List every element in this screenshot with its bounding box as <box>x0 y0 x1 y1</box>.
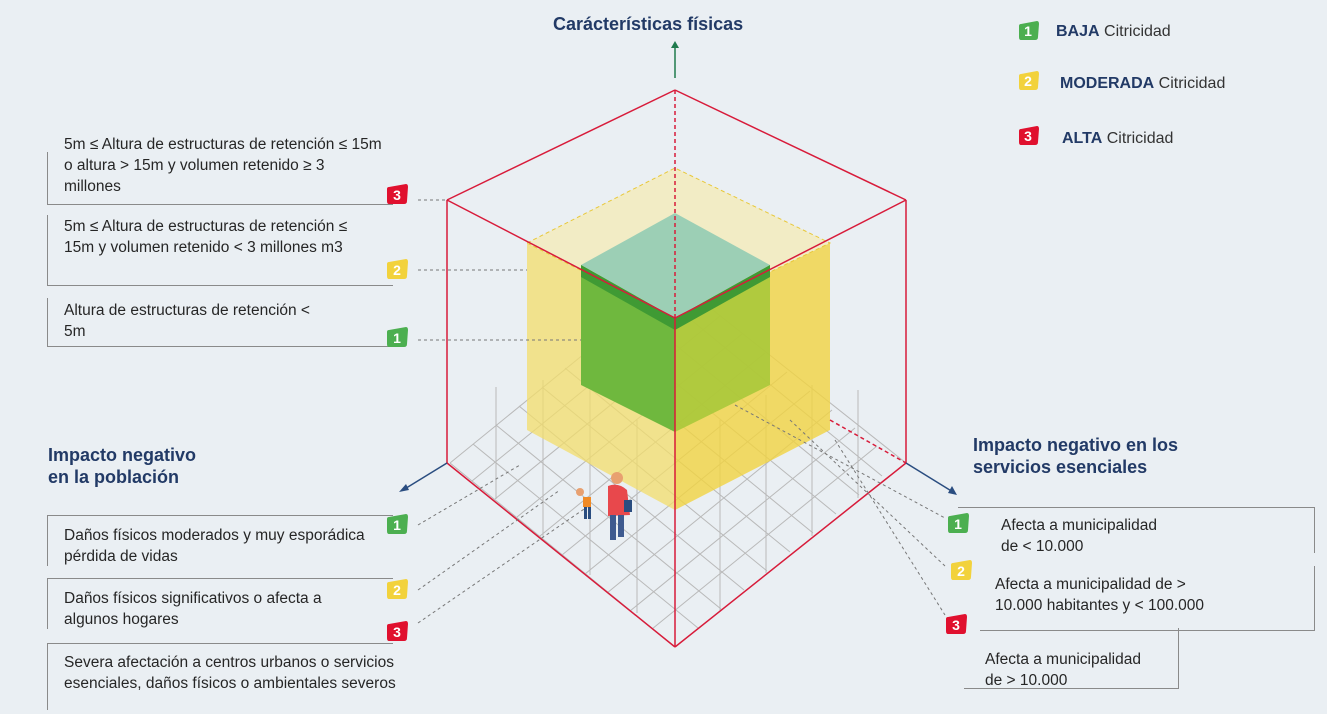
svg-text:2: 2 <box>1024 73 1032 89</box>
physical-item-high-bracket <box>47 152 393 205</box>
badge-physical-high: 3 <box>387 184 408 204</box>
badge-services-high: 3 <box>946 614 967 634</box>
physical-item-moderate: 5m ≤ Altura de estructuras de retención … <box>64 218 348 256</box>
services-heading: Impacto negativo en los servicios esenci… <box>973 434 1273 478</box>
svg-text:2: 2 <box>957 563 965 579</box>
services-heading-line2: servicios esenciales <box>973 457 1148 477</box>
services-item-low-line1: Afecta a municipalidad <box>1001 517 1157 534</box>
services-item-moderate-bracket <box>980 566 1315 631</box>
svg-text:2: 2 <box>393 582 401 598</box>
svg-text:2: 2 <box>393 262 401 278</box>
population-item-low-bracket <box>47 515 393 566</box>
services-item-high-line2: de > 10.000 <box>985 672 1068 689</box>
services-heading-line1: Impacto negativo en los <box>973 435 1179 455</box>
badge-physical-low: 1 <box>387 327 408 347</box>
svg-text:3: 3 <box>1024 128 1032 144</box>
legend-high-strong: ALTA <box>1062 130 1103 147</box>
population-item-high: Severa afectación a centros urbanos o se… <box>64 654 396 692</box>
axes <box>399 41 957 495</box>
badge-services-low: 1 <box>948 513 969 533</box>
badge-population-high: 3 <box>387 621 408 641</box>
population-item-low: Daños físicos moderados y muy esporádica… <box>64 527 365 565</box>
legend-moderate-strong: MODERADA <box>1060 75 1155 92</box>
people-illustration <box>576 472 632 540</box>
services-item-moderate-line1: Afecta a municipalidad de > <box>995 576 1186 593</box>
physical-item-low: Altura de estructuras de retención < 5m <box>64 302 310 340</box>
legend-high-rest: Citricidad <box>1102 130 1174 147</box>
physical-item-high: 5m ≤ Altura de estructuras de retención … <box>64 136 382 195</box>
services-item-moderate: Afecta a municipalidad de > 10.000 habit… <box>995 574 1295 616</box>
population-item-high-bracket <box>47 643 393 710</box>
badge-1-icon: 1 <box>1019 21 1039 40</box>
population-heading: Impacto negativo en la población <box>48 444 278 488</box>
badge-2-icon: 2 <box>1019 71 1039 90</box>
badge-3-icon: 3 <box>1019 126 1039 145</box>
svg-text:1: 1 <box>954 516 962 532</box>
services-item-low-bracket <box>958 507 1315 553</box>
legend-low-strong: BAJA <box>1056 23 1100 40</box>
services-item-high: Afecta a municipalidad de > 10.000 <box>985 649 1235 691</box>
population-heading-line2: en la población <box>48 467 180 487</box>
services-item-moderate-line2: 10.000 habitantes y < 100.000 <box>995 597 1204 614</box>
diagram-title: Carácterísticas físicas <box>553 14 744 34</box>
legend-moderate-rest: Citricidad <box>1154 75 1226 92</box>
services-item-low: Afecta a municipalidad de < 10.000 <box>1001 515 1291 557</box>
badge-population-moderate: 2 <box>387 579 408 599</box>
high-cube-outline <box>446 89 907 648</box>
svg-text:3: 3 <box>952 617 960 633</box>
badge-population-low: 1 <box>387 514 408 534</box>
population-item-moderate-bracket <box>47 578 393 629</box>
services-item-high-bracket <box>964 628 1179 689</box>
services-item-low-line2: de < 10.000 <box>1001 538 1084 555</box>
physical-item-moderate-bracket <box>47 215 393 286</box>
services-item-high-line1: Afecta a municipalidad <box>985 651 1141 668</box>
population-heading-line1: Impacto negativo <box>48 445 197 465</box>
svg-text:1: 1 <box>393 517 401 533</box>
badge-services-moderate: 2 <box>951 560 972 580</box>
legend-low-rest: Citricidad <box>1099 23 1171 40</box>
badge-physical-moderate: 2 <box>387 259 408 279</box>
physical-item-low-bracket <box>47 298 393 347</box>
svg-text:3: 3 <box>393 187 401 203</box>
leader-lines <box>417 199 946 624</box>
svg-text:1: 1 <box>393 330 401 346</box>
population-item-moderate: Daños físicos significativos o afecta a … <box>64 590 322 628</box>
svg-text:3: 3 <box>393 624 401 640</box>
svg-text:1: 1 <box>1024 23 1032 39</box>
